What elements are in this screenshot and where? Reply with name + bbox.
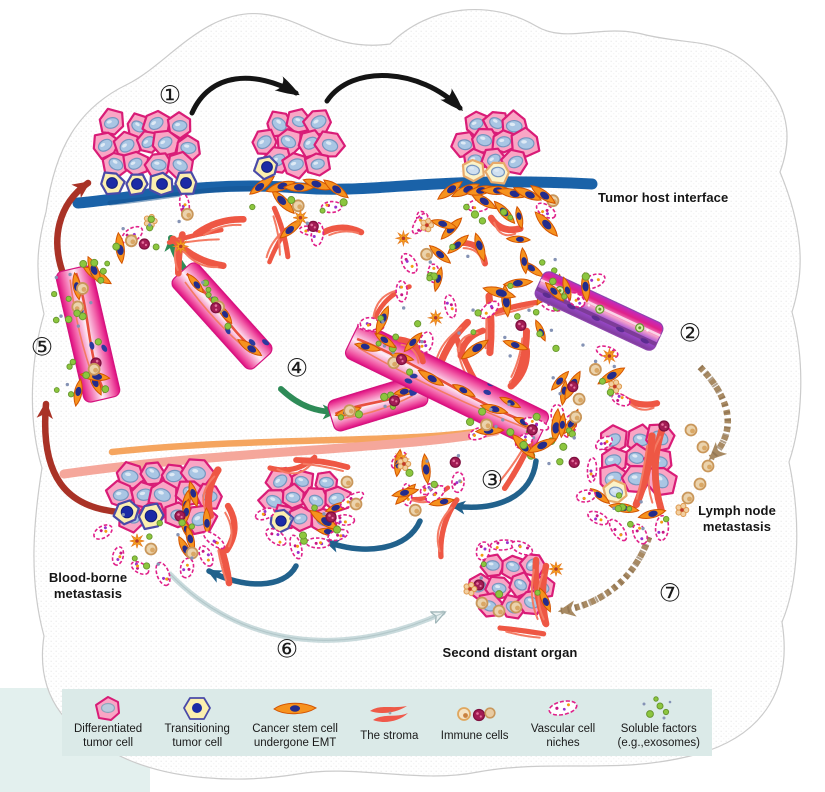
step-6-marker: ⑥ — [275, 634, 299, 664]
blood-vessel-left — [55, 265, 121, 403]
arrow-step1-a — [189, 75, 300, 116]
legend-item-transitioning-tumor-cell: Transitioning tumor cell — [165, 694, 230, 750]
cancer-stem-cell-emt-icon — [273, 703, 318, 715]
arrow-met-to-vessel — [36, 400, 124, 516]
tumor-cluster-3 — [437, 109, 556, 204]
legend-label: The stroma — [360, 730, 419, 743]
legend-item-stroma: The stroma — [360, 701, 418, 744]
under-primary-stroma — [112, 193, 247, 277]
legend-label: Soluble factors (e.g.,exosomes) — [617, 723, 700, 749]
legend-item-vascular-cell-niches: Vascular cell niches — [531, 694, 595, 750]
vessel5-top-cells — [76, 255, 112, 295]
mid-met-cluster — [254, 454, 365, 560]
lymph-node-metastasis-label: Lymph node metastasis — [698, 503, 776, 534]
legend-label: Vascular cell niches — [530, 723, 596, 749]
vessel5-bottom-cells — [53, 358, 111, 407]
differentiated-tumor-cell-icon — [95, 696, 121, 722]
arrow-met-colonize-b — [324, 518, 423, 553]
legend-item-cancer-stem-cell-emt: Cancer stem cell undergone EMT — [252, 694, 338, 750]
tumor-host-interface-label: Tumor host interface — [598, 190, 729, 205]
soluble-factors-icon — [642, 696, 672, 720]
blood-borne-met-cluster — [93, 458, 238, 587]
legend-label: Cancer stem cell undergone EMT — [252, 723, 338, 749]
transitioning-tumor-cell-icon — [183, 697, 212, 721]
second-organ-cluster — [463, 539, 564, 639]
arrow-lymphatic-spread — [697, 364, 731, 461]
pre-lymph-spill — [550, 343, 661, 411]
under-tumor2-stroma — [249, 189, 365, 265]
lymph-entry-cells — [544, 271, 606, 308]
vessel-long-exit-cells — [499, 403, 583, 492]
arrow-met-colonize-c — [206, 563, 299, 587]
step-3-marker: ③ — [480, 465, 504, 495]
legend-label: Transitioning tumor cell — [164, 723, 230, 749]
arrow-met-colonize-a — [450, 458, 539, 515]
stroma-icon — [370, 706, 409, 723]
lymph-node-cluster — [575, 420, 715, 545]
legend-item-immune-cells: Immune cells — [441, 701, 509, 744]
clusters-layer — [92, 107, 715, 639]
legend: Differentiated tumor cell Transitioning t… — [62, 689, 712, 756]
second-distant-organ-label: Second distant organ — [442, 645, 578, 660]
extravasation-step3 — [465, 396, 557, 460]
primary-tumor-cluster — [92, 107, 201, 197]
legend-label: Differentiated tumor cell — [74, 723, 143, 749]
vascular-cell-niches-icon — [548, 700, 578, 717]
step-1-marker: ① — [158, 80, 182, 110]
step-5-marker: ⑤ — [30, 332, 54, 362]
step-2-marker: ② — [678, 318, 702, 348]
legend-label: Immune cells — [440, 730, 509, 743]
tumor-cluster-2 — [249, 107, 349, 199]
blood-vessel-long — [344, 322, 550, 448]
fields-layer — [51, 189, 661, 560]
vessel5-soluble-left — [51, 272, 81, 324]
legend-item-soluble-factors: Soluble factors (e.g.,exosomes) — [618, 694, 700, 750]
blood-borne-metastasis-label: Blood-borne metastasis — [48, 570, 128, 601]
mesenchymal-seed-cluster — [390, 448, 465, 560]
step-7-marker: ⑦ — [658, 578, 682, 608]
vessel-long-top-cells — [357, 305, 434, 365]
immune-cells-icon — [456, 707, 496, 722]
blood-vessel-mid-upper — [171, 262, 273, 370]
arrow-reseed-primary — [54, 179, 92, 280]
arrow-step1-b — [324, 73, 464, 112]
step-4-marker: ④ — [285, 353, 309, 383]
legend-item-differentiated-tumor-cell: Differentiated tumor cell — [74, 694, 142, 750]
